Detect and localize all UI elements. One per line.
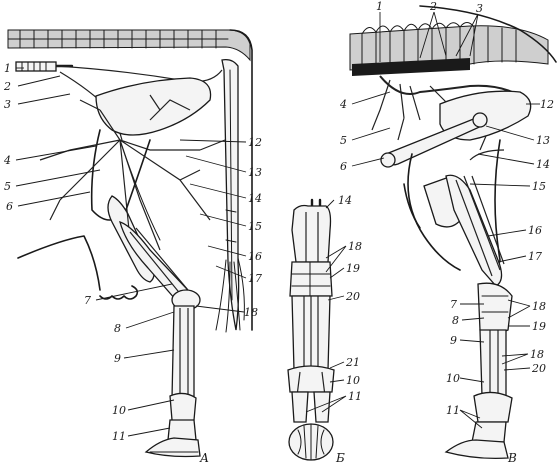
label-c-2: 2 — [429, 0, 437, 13]
label-a-13: 13 — [248, 166, 262, 179]
panel-a-spine — [7, 29, 251, 62]
label-c-17: 17 — [528, 250, 542, 263]
panel-a-letter: А — [199, 451, 209, 465]
label-c-18-upper: 18 — [532, 300, 546, 313]
label-a-11: 11 — [112, 430, 126, 443]
panel-a-pelvis — [95, 77, 212, 136]
label-a-15: 15 — [248, 220, 262, 233]
panel-c-leaders — [351, 11, 540, 429]
panel-a-metatarsus — [171, 305, 195, 399]
panel-c-femur — [385, 116, 487, 166]
label-c-20: 20 — [531, 362, 546, 375]
label-a-14: 14 — [248, 192, 262, 205]
panel-b-leaders — [305, 199, 347, 413]
label-a-8: 8 — [114, 322, 121, 335]
panel-c-metatarsus — [479, 329, 507, 397]
panel-c-letter: В — [507, 451, 517, 465]
label-c-12: 12 — [540, 98, 554, 111]
label-c-7: 7 — [450, 298, 457, 311]
panel-c-hoof — [444, 439, 509, 460]
label-b-20: 20 — [345, 290, 360, 303]
panel-a-hoof — [144, 437, 201, 458]
label-c-5: 5 — [340, 134, 347, 147]
label-a-16: 16 — [248, 250, 262, 263]
label-b-10: 10 — [346, 374, 360, 387]
panel-a-leaders — [15, 67, 247, 437]
label-c-6: 6 — [340, 160, 347, 173]
label-c-1: 1 — [376, 0, 383, 13]
label-c-13: 13 — [536, 134, 550, 147]
panel-c-figure — [349, 5, 557, 460]
label-c-4: 4 — [339, 98, 347, 111]
label-b-19: 19 — [346, 262, 360, 275]
label-a-9: 9 — [114, 352, 121, 365]
label-c-19: 19 — [532, 320, 546, 333]
panel-a-labels: 1 2 3 4 5 6 7 8 9 10 11 12 13 14 15 16 1… — [3, 62, 262, 465]
label-a-18: 18 — [244, 306, 258, 319]
panel-c-tibia — [445, 174, 503, 287]
label-c-14: 14 — [536, 158, 550, 171]
panel-b-upper-bone — [291, 204, 332, 263]
label-b-11: 11 — [348, 390, 362, 403]
label-a-4: 4 — [3, 154, 11, 167]
label-c-15: 15 — [532, 180, 546, 193]
label-a-2: 2 — [3, 80, 11, 93]
label-b-18: 18 — [348, 240, 362, 253]
label-c-11: 11 — [446, 404, 460, 417]
label-c-10: 10 — [446, 372, 460, 385]
label-a-7: 7 — [84, 294, 91, 307]
label-b-14: 14 — [338, 194, 352, 207]
panel-b-letter: Б — [335, 451, 345, 465]
label-c-18-lower: 18 — [530, 348, 544, 361]
label-c-9: 9 — [450, 334, 457, 347]
label-a-12: 12 — [248, 136, 262, 149]
label-a-3: 3 — [4, 98, 11, 111]
label-a-6: 6 — [6, 200, 13, 213]
label-c-3: 3 — [476, 2, 483, 15]
label-c-8: 8 — [452, 314, 459, 327]
label-a-10: 10 — [112, 404, 126, 417]
label-c-16: 16 — [528, 224, 542, 237]
panel-b-labels: 14 18 19 20 21 10 11 Б — [335, 194, 362, 465]
panel-c-labels: 1 2 3 4 5 6 12 13 14 15 16 17 7 18 8 19 … — [339, 0, 554, 465]
label-a-5: 5 — [4, 180, 11, 193]
label-a-1: 1 — [4, 62, 11, 75]
panel-a-figure — [7, 29, 253, 458]
label-a-17: 17 — [248, 272, 262, 285]
label-b-21: 21 — [345, 356, 360, 369]
panel-b-figure — [287, 198, 335, 461]
